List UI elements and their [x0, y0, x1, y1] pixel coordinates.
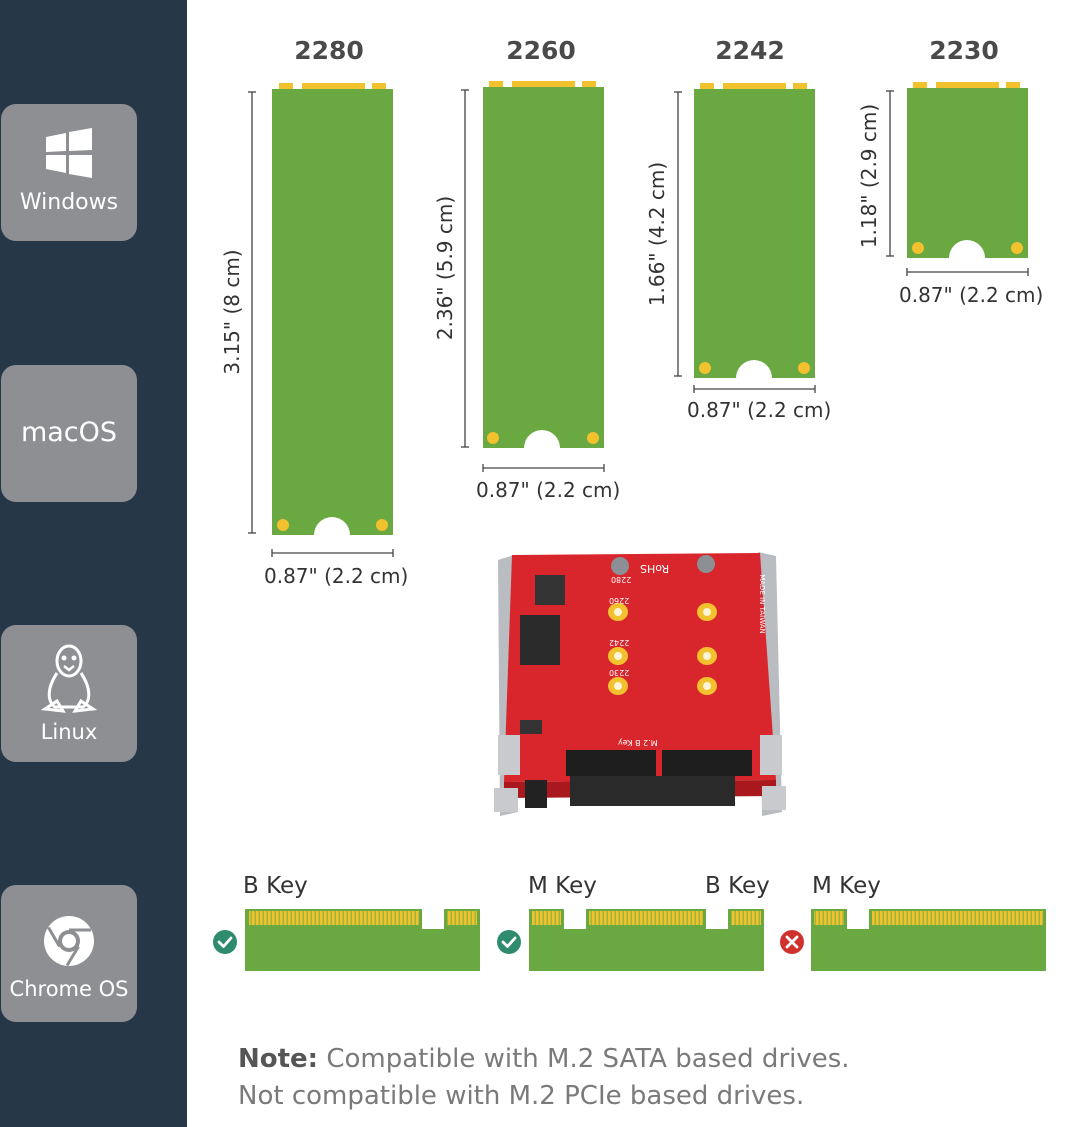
- width-label-2260: 0.87" (2.2 cm): [476, 478, 621, 502]
- tux-penguin-icon: [1, 643, 137, 715]
- module-title-2242: 2242: [715, 36, 785, 65]
- key-label-b-2: B Key: [705, 873, 770, 899]
- width-label-2280: 0.87" (2.2 cm): [264, 564, 409, 588]
- os-tile-chrome-os: Chrome OS: [1, 885, 137, 1022]
- check-circle-icon: [497, 930, 521, 954]
- width-label-2242: 0.87" (2.2 cm): [687, 398, 832, 422]
- x-circle-icon: [780, 930, 804, 954]
- key-diagram-b-key: [245, 909, 480, 971]
- key-label-m-3: M Key: [812, 873, 881, 899]
- os-tile-linux: Linux: [1, 625, 137, 762]
- key-diagram-bm-key: [529, 909, 764, 971]
- module-card-2230: [886, 82, 1029, 276]
- note-bold: Note:: [238, 1044, 319, 1074]
- module-card-2260: [461, 81, 605, 472]
- os-label-windows: Windows: [19, 190, 119, 215]
- os-label-chrome-os: Chrome OS: [9, 977, 129, 1001]
- os-tile-macos: macOS: [1, 365, 137, 502]
- os-label-linux: Linux: [40, 720, 98, 744]
- check-circle-icon: [213, 930, 237, 954]
- chrome-logo-icon: [1, 913, 137, 969]
- module-card-2242: [674, 83, 816, 396]
- module-title-2280: 2280: [294, 36, 364, 65]
- note-line-2: Not compatible with M.2 PCIe based drive…: [238, 1081, 805, 1111]
- width-label-2230: 0.87" (2.2 cm): [899, 283, 1044, 307]
- key-label-b-1: B Key: [243, 873, 308, 899]
- os-label-macos: macOS: [20, 417, 118, 448]
- note-line-1: Note: Compatible with M.2 SATA based dri…: [238, 1044, 850, 1074]
- os-tile-windows: Windows: [1, 104, 137, 241]
- key-diagram-m-key: [811, 909, 1046, 971]
- module-title-2260: 2260: [506, 36, 576, 65]
- windows-logo-icon: [1, 128, 137, 178]
- os-sidebar: Windows macOS Linux: [0, 0, 187, 1127]
- key-label-m-2: M Key: [528, 873, 597, 899]
- module-title-2230: 2230: [929, 36, 999, 65]
- note-text-1: Compatible with M.2 SATA based drives.: [318, 1044, 850, 1074]
- module-card-2280: [248, 83, 394, 557]
